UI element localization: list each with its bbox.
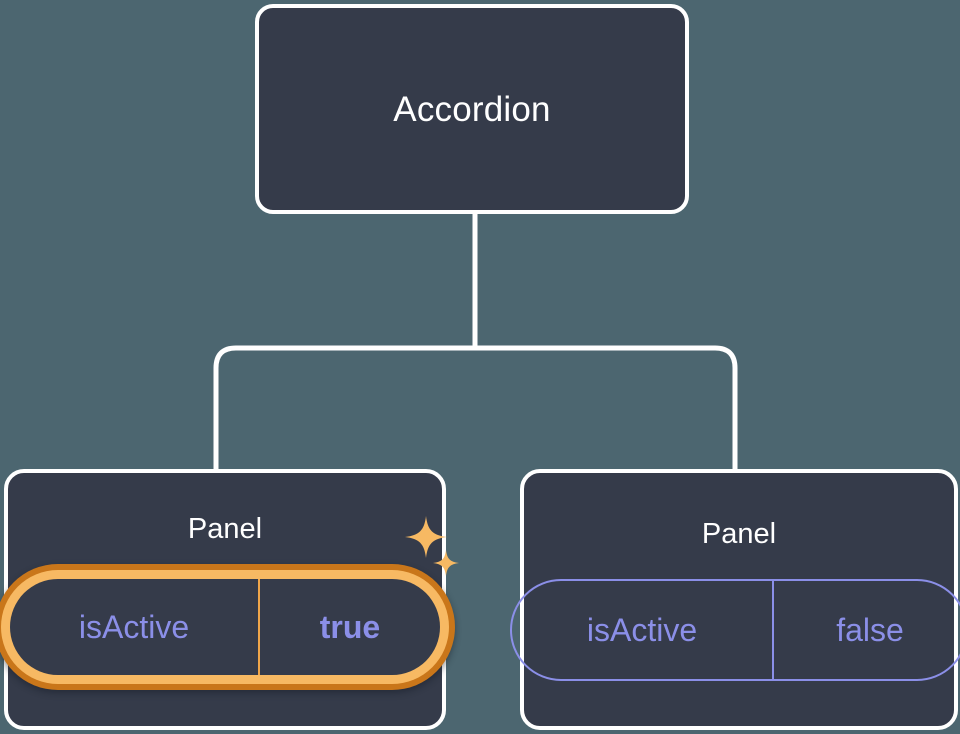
pill-body: isActive true (10, 579, 440, 675)
node-title: Panel (187, 513, 263, 545)
node-title: Panel (701, 518, 777, 550)
prop-name: isActive (586, 611, 698, 648)
prop-value: false (772, 581, 960, 679)
sparkle-large-icon (405, 516, 447, 558)
tree-node-panel-active[interactable]: Panel isActive true (0, 469, 459, 730)
connector-branch-bus (213, 345, 738, 469)
sparkle-small-icon (433, 550, 459, 576)
pill-glow-ring: isActive true (1, 570, 449, 684)
prop-pill-wrapper: isActive true (0, 516, 459, 690)
node-title: Accordion (393, 89, 551, 129)
tree-node-panel-inactive[interactable]: Panel isActive false (510, 469, 960, 730)
tree-node-accordion[interactable]: Accordion (255, 4, 689, 214)
prop-value: true (258, 579, 440, 675)
prop-pill-isactive[interactable]: isActive false (510, 579, 960, 681)
prop-name: isActive (78, 608, 190, 645)
prop-pill-isactive-highlighted[interactable]: isActive true (0, 564, 455, 690)
